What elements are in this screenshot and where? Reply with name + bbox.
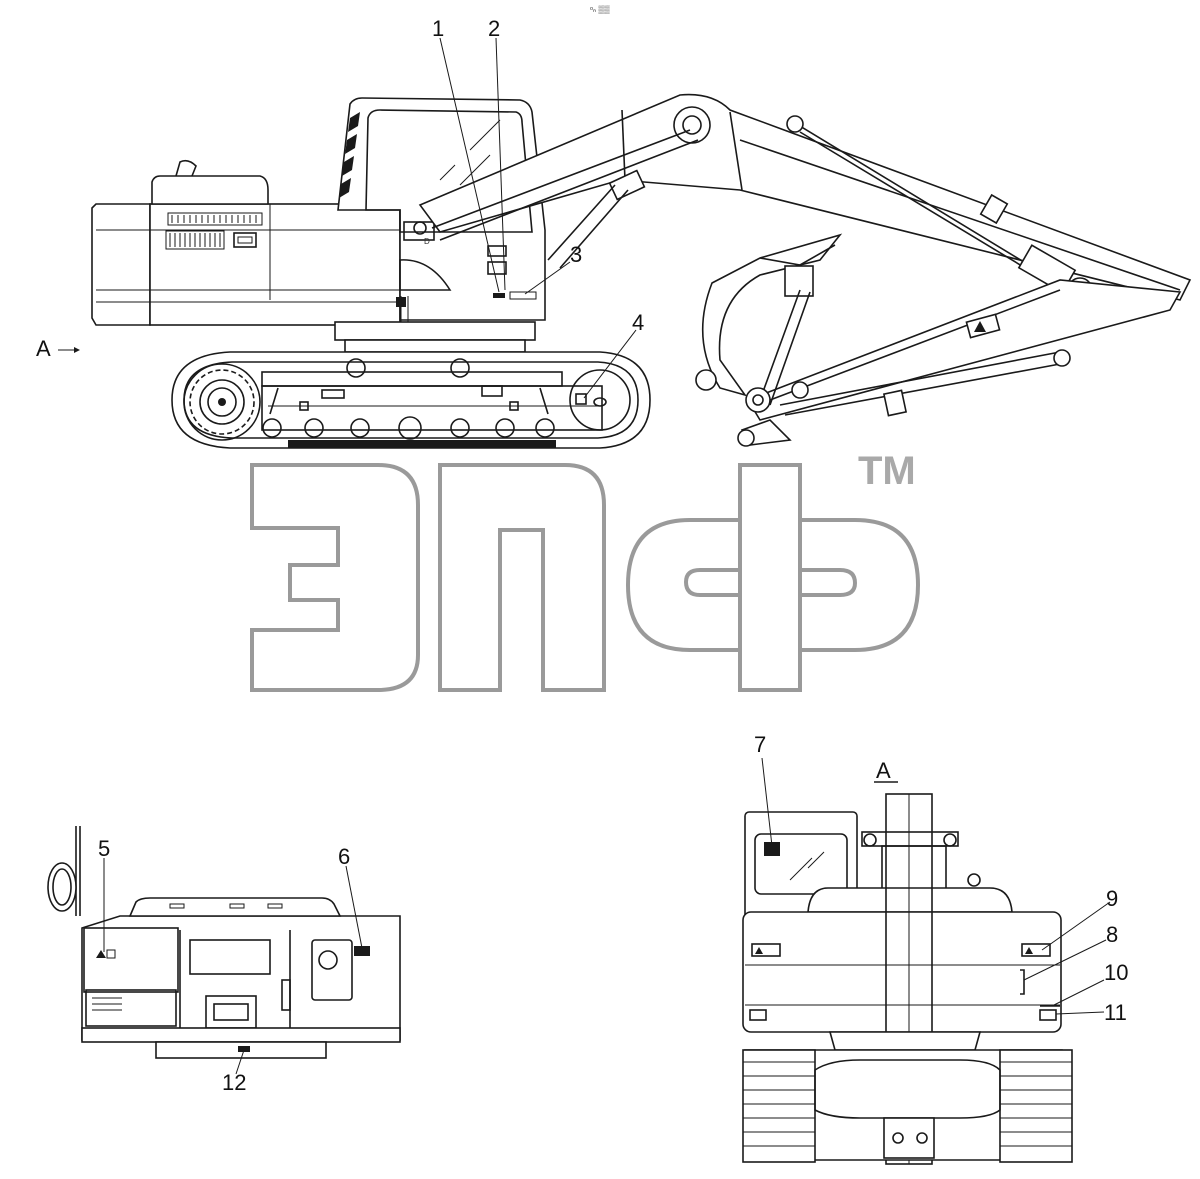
decal-callout-8	[1020, 969, 1025, 995]
hood-latch	[233, 232, 257, 248]
right-track	[999, 1049, 1073, 1163]
callout-3: 3	[570, 242, 582, 267]
decal-callout-12	[238, 1046, 250, 1052]
callout-1: 1	[432, 16, 444, 41]
rear-counterweight	[742, 911, 1062, 1033]
callout-5: 5	[98, 836, 110, 861]
header-mark: ᵒₙ ▒▒	[590, 5, 610, 14]
track-pads	[288, 440, 556, 448]
boom	[418, 93, 1192, 301]
svg-text:D: D	[424, 237, 430, 246]
upper-structure-top	[81, 915, 401, 1041]
left-track	[742, 1049, 816, 1163]
side-view: D	[91, 93, 1192, 449]
view-a-arrow: A	[36, 336, 80, 361]
exhaust-pipe	[175, 159, 197, 177]
callout-leaders	[103, 37, 1111, 1075]
top-view	[47, 826, 401, 1059]
callout-9: 9	[1106, 886, 1118, 911]
callout-2: 2	[488, 16, 500, 41]
counterweight	[91, 203, 151, 326]
decal-callout-3	[509, 291, 537, 300]
trademark-mark: TM	[858, 449, 916, 493]
cab-side-slots	[339, 112, 360, 198]
callout-numbers: 1 2 3 4 5 6 7 8 9 10 11 12	[98, 16, 1128, 1095]
boom-pivot	[673, 106, 711, 144]
engine-cover	[149, 203, 401, 326]
track-frame	[171, 351, 651, 449]
callout-10: 10	[1104, 960, 1128, 985]
decal-callout-4	[575, 393, 587, 405]
callout-12: 12	[222, 1070, 246, 1095]
rear-view-a: A	[742, 758, 1073, 1165]
idler-wheel	[569, 369, 631, 431]
vent-grille-upper	[167, 212, 263, 226]
vent-grille-lower	[165, 230, 225, 250]
decal-callout-6	[354, 946, 370, 956]
mirror-stay	[75, 826, 81, 916]
carrier-roller	[346, 358, 366, 378]
callout-7: 7	[754, 732, 766, 757]
gear-sprocket-icon	[183, 363, 261, 441]
watermark-logo: TM	[250, 449, 921, 692]
warning-decal-icon	[965, 313, 1001, 339]
warning-decal-icon	[751, 943, 781, 957]
bucket-link	[759, 289, 811, 406]
bucket	[701, 233, 843, 397]
bucket-cylinder	[779, 351, 1061, 416]
decal-callout-2	[493, 293, 505, 298]
swing-bearing	[334, 321, 536, 341]
carrier-roller	[450, 358, 470, 378]
view-arrow-label: A	[36, 336, 51, 361]
decal-callout-7	[764, 842, 780, 856]
callout-6: 6	[338, 844, 350, 869]
engine-hood-top-view	[128, 897, 342, 917]
view-section-label: A	[876, 758, 891, 783]
fender-curve	[399, 259, 452, 291]
callout-4: 4	[632, 310, 644, 335]
decal-callout-5	[96, 949, 116, 959]
decal-callout-11	[1039, 1009, 1057, 1021]
callout-8: 8	[1106, 922, 1118, 947]
callout-11: 11	[1104, 1000, 1127, 1025]
track-rollers	[262, 416, 555, 440]
decal-callout-9	[1021, 943, 1051, 957]
engine-hood-top	[151, 175, 269, 205]
rear-engine-hood	[807, 887, 1013, 913]
